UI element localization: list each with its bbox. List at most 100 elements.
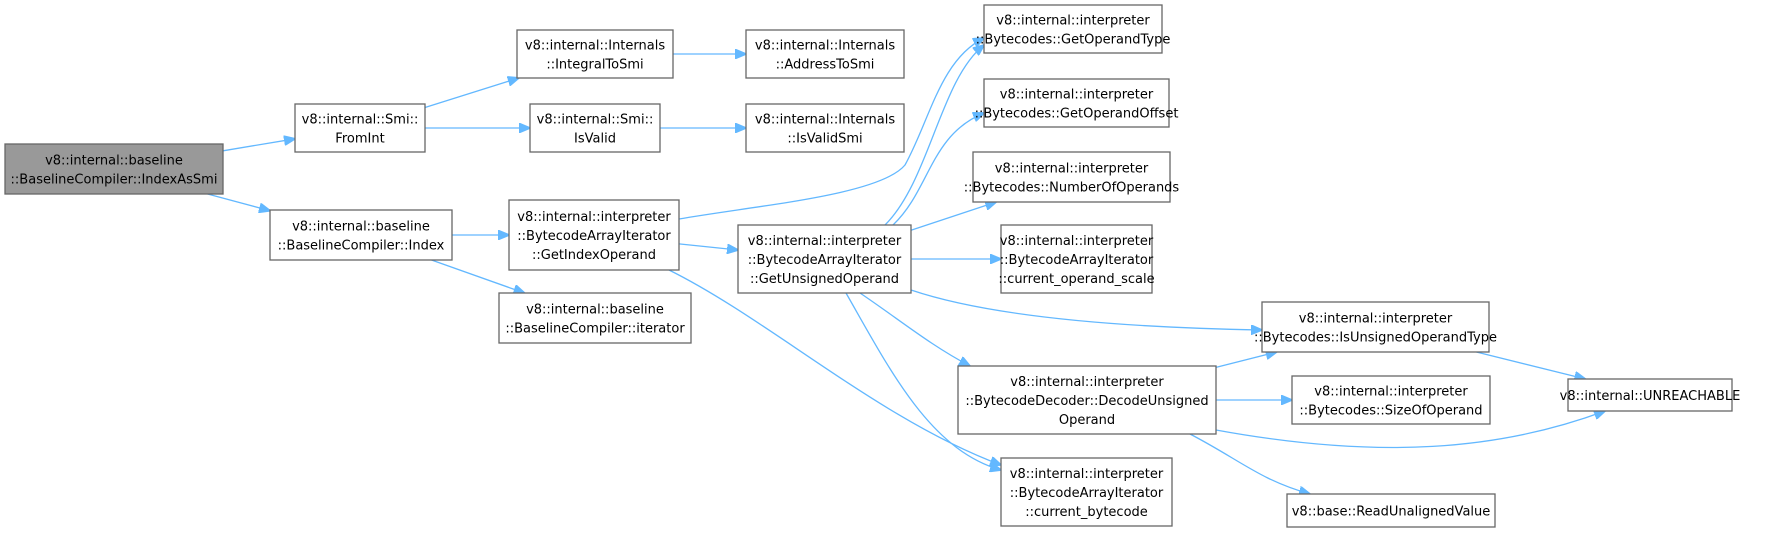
node-label-line: ::current_operand_scale xyxy=(998,272,1154,287)
edge-n16-to-n19 xyxy=(1476,351,1585,379)
node-label-line: ::Bytecodes::IsUnsignedOperandType xyxy=(1254,331,1497,346)
nodes-layer: v8::internal::baseline::BaselineCompiler… xyxy=(4,4,1741,528)
node-box xyxy=(737,224,912,294)
node-v8-internal-baseline-baselinecompiler-index[interactable]: v8::internal::baseline::BaselineCompiler… xyxy=(269,209,453,261)
node-v8-internal-interpreter-bytecodearrayiterator-getindexoperand[interactable]: v8::internal::interpreter::BytecodeArray… xyxy=(508,199,680,271)
node-v8-internal-interpreter-bytecodes-getoperandoffset[interactable]: v8::internal::interpreter::Bytecodes::Ge… xyxy=(975,78,1179,128)
node-box xyxy=(1567,378,1733,412)
edge-n9-to-n11 xyxy=(892,113,984,226)
edge-path xyxy=(222,139,295,152)
node-label-line: ::BytecodeArrayIterator xyxy=(748,253,902,268)
edge-n9-to-n12 xyxy=(910,202,996,231)
node-box xyxy=(1261,301,1490,353)
node-box xyxy=(1291,375,1491,425)
node-box xyxy=(983,78,1170,128)
node-v8-internal-unreachable[interactable]: v8::internal::UNREACHABLE xyxy=(1560,378,1741,412)
edge-n14-to-n19 xyxy=(1215,411,1605,449)
edge-path xyxy=(892,113,984,226)
node-v8-internal-interpreter-bytecodes-isunsignedoperandtype[interactable]: v8::internal::interpreter::Bytecodes::Is… xyxy=(1254,301,1497,353)
node-label-line: ::BytecodeArrayIterator xyxy=(517,229,671,244)
node-label-line: Operand xyxy=(1059,413,1115,428)
node-v8-internal-internals-integraltosmi[interactable]: v8::internal::Internals::IntegralToSmi xyxy=(516,29,674,79)
node-label-line: ::GetIndexOperand xyxy=(532,248,656,263)
edge-n2-to-n8 xyxy=(431,259,525,293)
node-label-line: v8::base::ReadUnalignedValue xyxy=(1292,505,1491,520)
node-box xyxy=(972,151,1171,203)
node-box xyxy=(745,29,905,79)
node-label-line: ::GetUnsignedOperand xyxy=(750,272,899,287)
node-v8-internal-interpreter-bytecodedecoder-decodeunsignedoperand[interactable]: v8::internal::interpreter::BytecodeDecod… xyxy=(957,365,1217,435)
node-label-line: ::BytecodeArrayIterator xyxy=(1000,253,1154,268)
edge-n7-to-n15 xyxy=(668,269,1001,465)
node-label-line: FromInt xyxy=(335,132,384,147)
node-box xyxy=(1000,457,1173,527)
node-label-line: ::AddressToSmi xyxy=(776,58,875,73)
node-label-line: ::BaselineCompiler::Index xyxy=(278,239,445,254)
node-box xyxy=(269,209,453,261)
node-label-line: ::BaselineCompiler::iterator xyxy=(505,322,685,337)
node-label-line: v8::internal::interpreter xyxy=(1010,467,1164,482)
edge-n9-to-n14 xyxy=(859,292,970,366)
edge-path xyxy=(207,193,270,211)
node-box xyxy=(529,103,661,153)
edge-path xyxy=(1215,352,1277,369)
node-label-line: v8::internal::interpreter xyxy=(995,162,1149,177)
node-label-line: v8::internal::UNREACHABLE xyxy=(1560,389,1741,404)
node-label-line: ::BaselineCompiler::IndexAsSmi xyxy=(11,173,218,188)
node-v8-internal-interpreter-bytecodes-numberofoperands[interactable]: v8::internal::interpreter::Bytecodes::Nu… xyxy=(964,151,1180,203)
node-label-line: v8::internal::baseline xyxy=(292,220,430,235)
node-label-line: v8::internal::Internals xyxy=(525,39,665,54)
edge-path xyxy=(668,269,1001,465)
edge-path xyxy=(431,259,525,293)
node-label-line: ::IsValidSmi xyxy=(787,132,862,147)
node-label-line: v8::internal::interpreter xyxy=(1314,385,1468,400)
node-v8-internal-smi-isvalid[interactable]: v8::internal::Smi::IsValid xyxy=(529,103,661,153)
node-label-line: v8::internal::interpreter xyxy=(1010,375,1164,390)
node-label-line: ::IntegralToSmi xyxy=(546,58,643,73)
edge-path xyxy=(859,292,970,366)
node-v8-internal-interpreter-bytecodearrayiterator-current-operand-scale[interactable]: v8::internal::interpreter::BytecodeArray… xyxy=(998,224,1155,294)
node-box xyxy=(957,365,1217,435)
edge-n9-to-n16 xyxy=(910,289,1262,330)
node-v8-internal-interpreter-bytecodearrayiterator-current-bytecode[interactable]: v8::internal::interpreter::BytecodeArray… xyxy=(1000,457,1173,527)
node-v8-internal-interpreter-bytecodes-sizeofoperand[interactable]: v8::internal::interpreter::Bytecodes::Si… xyxy=(1291,375,1491,425)
node-label-line: v8::internal::interpreter xyxy=(1000,88,1154,103)
node-box xyxy=(4,143,224,195)
node-label-line: ::Bytecodes::NumberOfOperands xyxy=(964,181,1180,196)
node-v8-internal-baseline-baselinecompiler-iterator[interactable]: v8::internal::baseline::BaselineCompiler… xyxy=(498,292,692,344)
node-label-line: v8::internal::interpreter xyxy=(996,14,1150,29)
edge-n9-to-n15 xyxy=(845,292,1001,470)
node-box xyxy=(983,4,1163,54)
edge-n14-to-n18 xyxy=(1189,433,1310,494)
node-v8-internal-internals-addresstosmi[interactable]: v8::internal::Internals::AddressToSmi xyxy=(745,29,905,79)
node-v8-internal-baseline-baselinecompiler-indexassmi[interactable]: v8::internal::baseline::BaselineCompiler… xyxy=(4,143,224,195)
node-box xyxy=(1000,224,1153,294)
edge-path xyxy=(910,289,1262,330)
edge-path xyxy=(678,243,738,250)
edge-n7-to-n10 xyxy=(678,38,984,220)
edge-n0-to-n2 xyxy=(207,193,270,211)
node-label-line: v8::internal::Internals xyxy=(755,113,895,128)
edge-n7-to-n9 xyxy=(678,243,738,250)
node-label-line: ::Bytecodes::SizeOfOperand xyxy=(1299,404,1482,419)
node-label-line: v8::internal::Smi:: xyxy=(302,113,419,128)
node-v8-internal-interpreter-bytecodes-getoperandtype[interactable]: v8::internal::interpreter::Bytecodes::Ge… xyxy=(976,4,1171,54)
edge-n1-to-n3 xyxy=(424,78,519,109)
node-label-line: IsValid xyxy=(574,132,616,147)
node-box xyxy=(508,199,680,271)
node-label-line: v8::internal::interpreter xyxy=(748,234,902,249)
node-v8-internal-interpreter-bytecodearrayiterator-getunsignedoperand[interactable]: v8::internal::interpreter::BytecodeArray… xyxy=(737,224,912,294)
edge-n14-to-n16 xyxy=(1215,352,1277,369)
node-v8-internal-internals-isvalidsmi[interactable]: v8::internal::Internals::IsValidSmi xyxy=(745,103,905,153)
node-box xyxy=(516,29,674,79)
node-v8-internal-smi-fromint[interactable]: v8::internal::Smi::FromInt xyxy=(294,103,426,153)
node-label-line: v8::internal::Smi:: xyxy=(537,113,654,128)
node-v8-base-readunalignedvalue[interactable]: v8::base::ReadUnalignedValue xyxy=(1286,493,1496,528)
node-label-line: v8::internal::Internals xyxy=(755,39,895,54)
edge-n0-to-n1 xyxy=(222,139,295,152)
node-label-line: v8::internal::interpreter xyxy=(1299,312,1453,327)
node-label-line: v8::internal::interpreter xyxy=(1000,234,1154,249)
edge-path xyxy=(910,202,996,231)
node-label-line: ::Bytecodes::GetOperandOffset xyxy=(975,107,1179,122)
